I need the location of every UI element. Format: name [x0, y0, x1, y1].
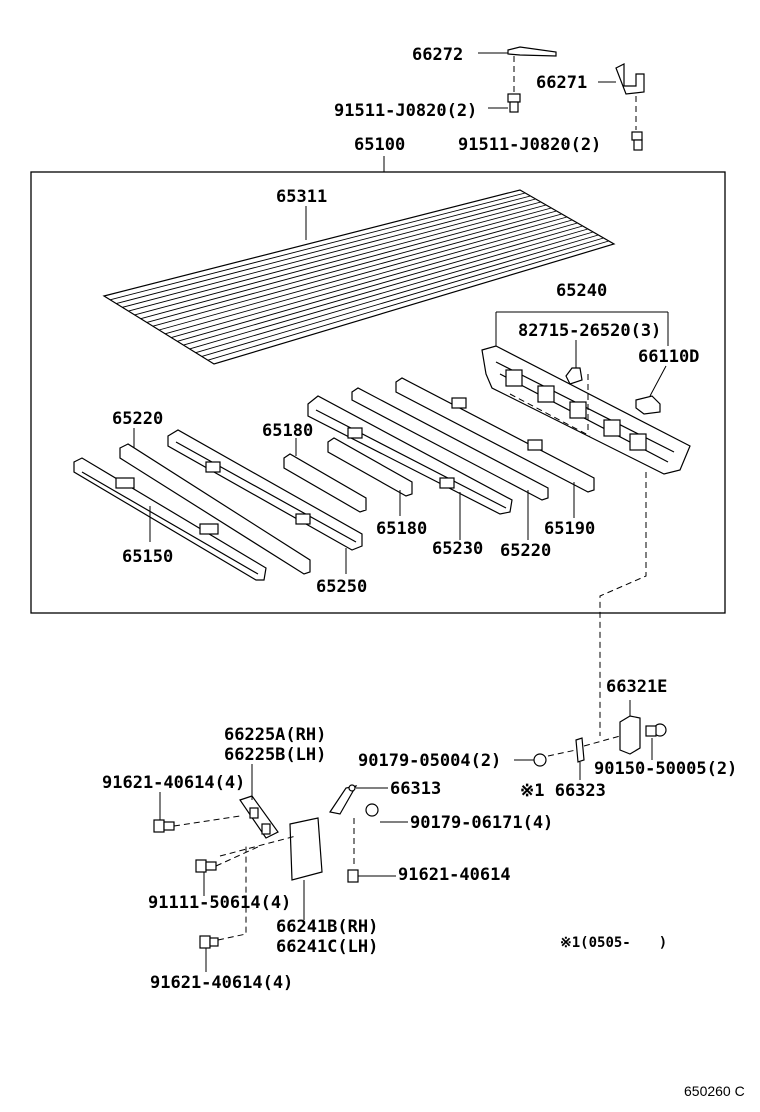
crossmember-65240	[481, 311, 691, 475]
label-65311: 65311	[276, 187, 327, 207]
label-66313: 66313	[390, 779, 441, 799]
floor-rib	[201, 237, 604, 357]
label-91111: 91111-50614(4)	[148, 893, 291, 913]
label-90179-06171: 90179-06171(4)	[410, 813, 553, 833]
floor-panel-65311	[102, 189, 616, 365]
label-66321E: 66321E	[606, 677, 667, 697]
label-65100: 65100	[354, 135, 405, 155]
bolt-91621-top	[153, 792, 241, 833]
label-91511-top: 91511-J0820(2)	[334, 101, 477, 121]
label-91621-bottom: 91621-40614(4)	[150, 973, 293, 993]
sill-65220-left	[119, 428, 311, 575]
label-66271: 66271	[536, 73, 587, 93]
floor-rib	[146, 210, 557, 323]
label-90150: 90150-50005(2)	[594, 759, 737, 779]
floor-rib	[183, 228, 589, 346]
floor-rib	[158, 216, 568, 331]
bolt-91621-bottom	[199, 844, 247, 972]
nut-90179-05004	[514, 753, 547, 767]
label-65180-bottom: 65180	[376, 519, 427, 539]
bolt-91511-top	[488, 93, 521, 113]
sill-65250	[167, 429, 363, 574]
label-65150: 65150	[122, 547, 173, 567]
floor-rib	[116, 195, 531, 304]
floor-rib	[122, 198, 536, 308]
floor-rib	[128, 201, 542, 312]
bolt-91111	[195, 845, 261, 896]
sill-65230	[307, 395, 513, 540]
label-91621-top: 91621-40614(4)	[102, 773, 245, 793]
label-66225B: 66225B(LH)	[224, 745, 326, 765]
mudflap-66241	[289, 817, 323, 920]
sill-65150	[73, 457, 267, 581]
label-66241C: 66241C(LH)	[276, 937, 378, 957]
sill-65220-right	[351, 387, 549, 540]
floor-rib	[134, 204, 547, 316]
bracket-66313	[329, 784, 388, 815]
label-65220-right: 65220	[500, 541, 551, 561]
assembly-frame-65100	[30, 171, 726, 614]
label-66241B: 66241B(RH)	[276, 917, 378, 937]
plate-66323	[547, 735, 621, 780]
floor-rib	[140, 207, 552, 320]
floor-rib	[207, 240, 609, 361]
label-65250: 65250	[316, 577, 367, 597]
bracket-66271	[598, 63, 645, 130]
label-66110D: 66110D	[638, 347, 699, 367]
bolt-90150	[645, 723, 667, 760]
nut-90179-06171	[365, 803, 408, 823]
sill-65190	[395, 377, 595, 518]
label-66225A: 66225A(RH)	[224, 725, 326, 745]
floor-rib	[164, 219, 573, 335]
label-65230: 65230	[432, 539, 483, 559]
floor-rib	[171, 222, 578, 338]
floor-rib	[195, 234, 599, 354]
label-65240: 65240	[556, 281, 607, 301]
footnote: ※1(0505- )	[560, 935, 667, 951]
label-90179-05004: 90179-05004(2)	[358, 751, 501, 771]
label-82715: 82715-26520(3)	[518, 321, 661, 341]
floor-rib	[189, 231, 594, 350]
label-66323: ※1 66323	[520, 781, 606, 801]
label-66272: 66272	[412, 45, 463, 65]
label-65180-top: 65180	[262, 421, 313, 441]
floor-rib	[109, 192, 526, 301]
nut-66110D	[635, 365, 667, 415]
bracket-66225	[239, 764, 279, 839]
clip-82715	[565, 340, 589, 432]
label-65220-left: 65220	[112, 409, 163, 429]
label-65190: 65190	[544, 519, 595, 539]
sill-65180-top	[283, 438, 367, 513]
bracket-66272	[478, 46, 557, 92]
label-91511-right: 91511-J0820(2)	[458, 135, 601, 155]
label-91621-mid: 91621-40614	[398, 865, 511, 885]
floor-rib	[152, 213, 562, 327]
bolt-91511-right	[631, 131, 643, 151]
drawing-code: 650260 C	[684, 1083, 745, 1099]
sill-65180-bottom	[327, 437, 413, 516]
hinge-66321E	[619, 700, 641, 755]
floor-rib	[177, 225, 583, 342]
bolt-91621-mid	[347, 818, 396, 883]
